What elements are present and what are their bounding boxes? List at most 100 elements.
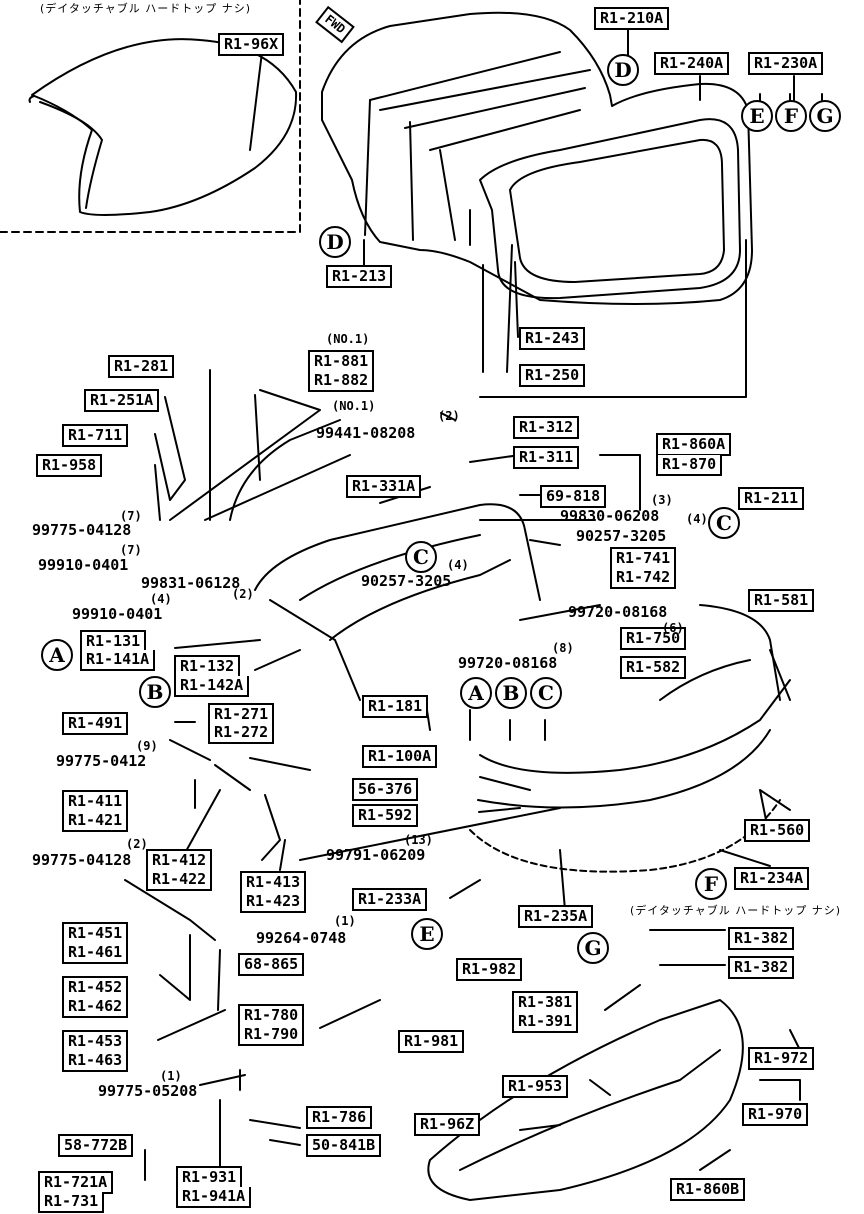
part-label[interactable]: R1-941A [176,1187,252,1208]
part-label[interactable]: R1-731 [38,1192,105,1213]
bolt-label[interactable]: 99775-0412 [56,752,147,770]
bolt-label[interactable]: 99910-0401 [38,556,129,574]
part-label[interactable]: 50-841B [306,1134,382,1157]
bolt-label[interactable]: 99775-05208 [98,1082,198,1100]
part-label[interactable]: 68-865 [238,953,305,976]
part-label[interactable]: R1-423 [240,892,307,913]
hardtop-shell [31,38,298,216]
rear-bow [477,679,791,809]
part-label[interactable]: R1-311 [513,446,580,469]
part-label[interactable]: R1-413 [240,871,307,894]
part-label[interactable]: R1-96Z [414,1113,481,1136]
part-label[interactable]: R1-251A [84,389,160,412]
part-label[interactable]: R1-790 [238,1025,305,1046]
qty-label: (NO.1) [326,332,370,346]
part-label[interactable]: R1-312 [513,416,580,439]
part-label[interactable]: R1-96X [218,33,285,56]
part-label[interactable]: R1-453 [62,1030,129,1053]
part-label[interactable]: R1-100A [362,745,438,768]
part-label[interactable]: R1-786 [306,1106,373,1129]
hardtop-boundary [0,0,301,233]
part-label[interactable]: R1-331A [346,475,422,498]
bolt-label[interactable]: 99791-06209 [326,846,426,864]
bolt-label[interactable]: 99910-0401 [72,605,163,623]
part-label[interactable]: R1-382 [728,927,795,950]
bolt-label[interactable]: 99831-06128 [141,574,241,592]
bolt-label[interactable]: 99830-06208 [560,507,660,525]
part-label[interactable]: R1-581 [748,589,815,612]
callout-f: F [695,868,727,900]
bolt-label[interactable]: 90257-3205 [361,572,452,590]
bolt-label[interactable]: 99264-0748 [256,929,347,947]
part-label[interactable]: R1-491 [62,712,129,735]
part-label[interactable]: R1-233A [352,888,428,911]
part-label[interactable]: R1-422 [146,870,213,891]
part-label[interactable]: R1-462 [62,997,129,1018]
part-label[interactable]: R1-382 [728,956,795,979]
part-label[interactable]: R1-181 [362,695,429,718]
part-label[interactable]: R1-131 [80,630,147,653]
part-label[interactable]: R1-235A [518,905,594,928]
part-label[interactable]: R1-381 [512,991,579,1014]
part-label[interactable]: R1-582 [620,656,687,679]
qty-label: (1) [160,1069,182,1083]
part-label[interactable]: R1-881 [308,350,375,373]
part-label[interactable]: R1-411 [62,790,129,813]
part-label[interactable]: R1-721A [38,1171,114,1194]
part-label[interactable]: R1-972 [748,1047,815,1070]
part-label[interactable]: R1-132 [174,655,241,678]
callout-f: F [775,100,807,132]
part-label[interactable]: R1-882 [308,371,375,392]
part-label[interactable]: R1-711 [62,424,129,447]
part-label[interactable]: R1-870 [656,455,723,476]
part-label[interactable]: 56-376 [352,778,419,801]
part-label[interactable]: R1-230A [748,52,824,75]
part-label[interactable]: 58-772B [58,1134,134,1157]
hardtop-note: (デイタッチャブル ハードトップ ナシ) [40,2,252,15]
part-label[interactable]: R1-958 [36,454,103,477]
part-label[interactable]: R1-953 [502,1075,569,1098]
part-label[interactable]: R1-243 [519,327,586,350]
part-label[interactable]: R1-931 [176,1166,243,1189]
part-label[interactable]: R1-461 [62,943,129,964]
part-label[interactable]: R1-452 [62,976,129,999]
part-label[interactable]: R1-860B [670,1178,746,1201]
bolt-label[interactable]: 90257-3205 [576,527,667,545]
part-label[interactable]: R1-142A [174,676,250,697]
bolt-label[interactable]: 99441-08208 [316,424,416,442]
part-label[interactable]: R1-860A [656,433,732,456]
part-label[interactable]: R1-271 [208,703,275,726]
part-label[interactable]: R1-750 [620,627,687,650]
part-label[interactable]: 69-818 [540,485,607,508]
part-label[interactable]: R1-213 [326,265,393,288]
part-label[interactable]: R1-272 [208,723,275,744]
bolt-label[interactable]: 99775-04128 [32,851,132,869]
part-label[interactable]: R1-560 [744,819,811,842]
bolt-label[interactable]: 99720-08168 [458,654,558,672]
part-label[interactable]: R1-592 [352,804,419,827]
part-label[interactable]: R1-250 [519,364,586,387]
part-label[interactable]: R1-451 [62,922,129,945]
part-label[interactable]: R1-463 [62,1051,129,1072]
part-label[interactable]: R1-741 [610,547,677,570]
part-label[interactable]: R1-982 [456,958,523,981]
part-label[interactable]: R1-141A [80,650,156,671]
part-label[interactable]: R1-981 [398,1030,465,1053]
part-label[interactable]: R1-421 [62,811,129,832]
part-label[interactable]: R1-970 [742,1103,809,1126]
qty-label: (4) [447,558,469,572]
callout-g: G [809,100,841,132]
part-label[interactable]: R1-412 [146,849,213,872]
part-label[interactable]: R1-234A [734,867,810,890]
bolt-label[interactable]: 99775-04128 [32,521,132,539]
part-label[interactable]: R1-281 [108,355,175,378]
callout-d: D [319,226,351,258]
part-label[interactable]: R1-210A [594,7,670,30]
part-label[interactable]: R1-742 [610,568,677,589]
part-label[interactable]: R1-780 [238,1004,305,1027]
part-label[interactable]: R1-391 [512,1012,579,1033]
part-label[interactable]: R1-211 [738,487,805,510]
part-label[interactable]: R1-240A [654,52,730,75]
bolt-label[interactable]: 99720-08168 [568,603,668,621]
